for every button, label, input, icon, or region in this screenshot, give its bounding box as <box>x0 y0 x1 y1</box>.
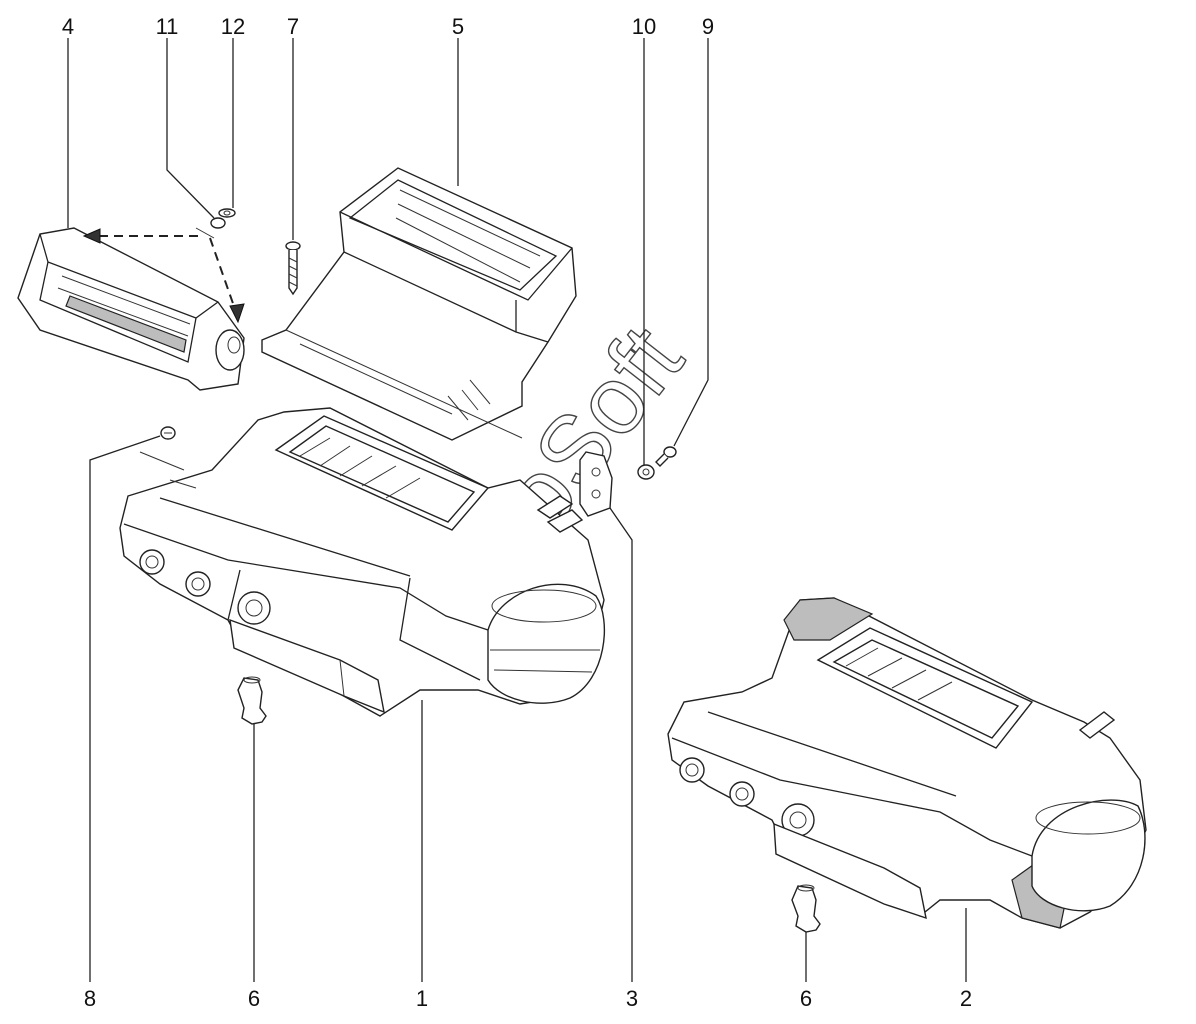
part-3-bracket <box>579 451 613 517</box>
part-9-bolt <box>655 446 677 467</box>
callout-10: 10 <box>632 14 656 39</box>
callout-12: 12 <box>221 14 245 39</box>
callout-4: 4 <box>62 14 74 39</box>
callout-11: 11 <box>156 14 179 39</box>
leader-lines <box>67 38 967 982</box>
part-2-heater-unit <box>667 597 1147 929</box>
callout-labels: 4 11 12 7 5 10 9 8 6 1 3 6 2 <box>62 14 972 1011</box>
part-4-air-duct <box>17 227 245 391</box>
callout-9: 9 <box>702 14 714 39</box>
callout-1: 1 <box>416 986 428 1011</box>
callout-6: 6 <box>248 986 260 1011</box>
callout-8: 8 <box>84 986 96 1011</box>
callout-5: 5 <box>452 14 464 39</box>
callout-2: 2 <box>960 986 972 1011</box>
part-10-nut <box>637 464 655 480</box>
part-11-clip <box>210 217 226 229</box>
part-6-stud-a <box>237 676 267 725</box>
part-12-washer <box>218 208 236 218</box>
part-5-upper-housing <box>261 167 577 441</box>
part-7-screw <box>285 241 301 296</box>
assembly-arrows <box>82 227 245 324</box>
part-8-screw <box>139 426 197 489</box>
callout-6: 6 <box>800 986 812 1011</box>
callout-7: 7 <box>287 14 299 39</box>
part-6-stud-b <box>791 884 821 933</box>
callout-3: 3 <box>626 986 638 1011</box>
part-1-heater-unit <box>119 407 606 717</box>
